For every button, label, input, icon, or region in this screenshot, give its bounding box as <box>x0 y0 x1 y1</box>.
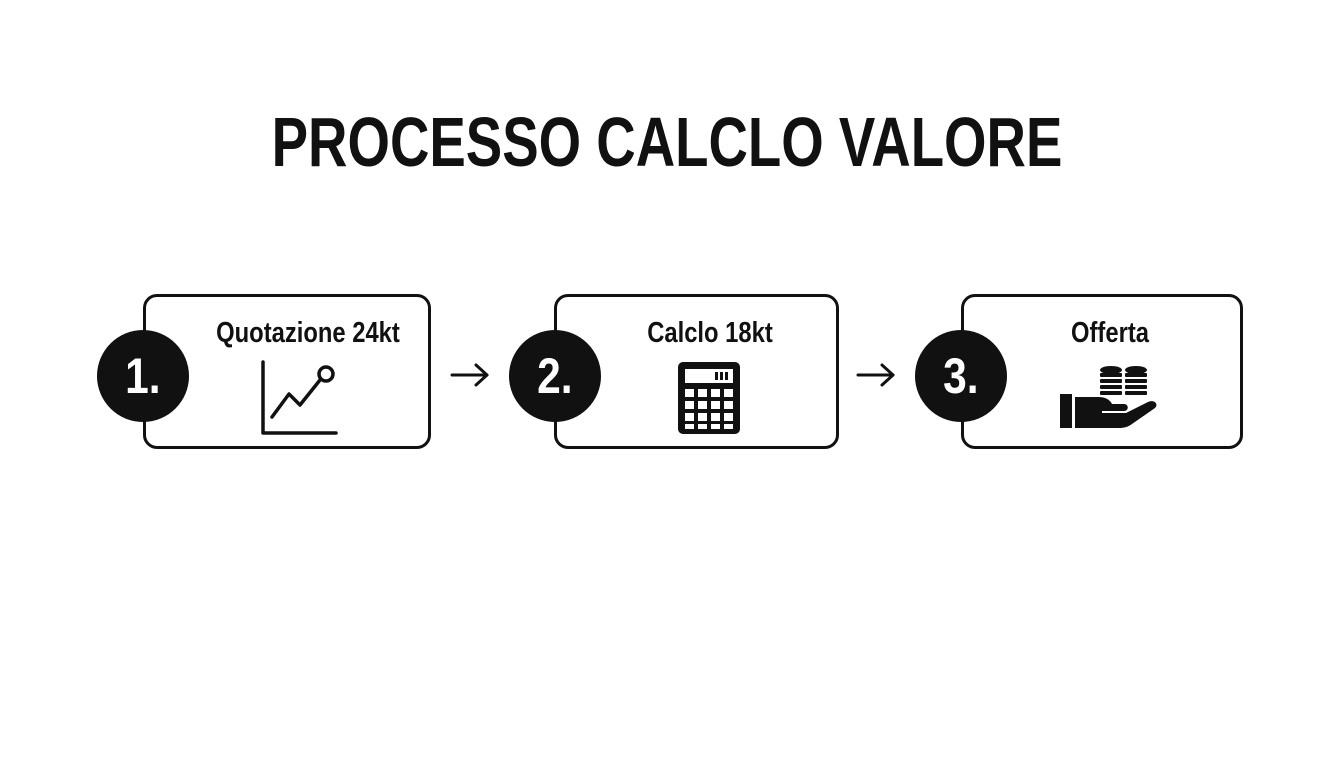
step-box-1 <box>143 294 431 449</box>
arrow-right-icon <box>856 363 895 387</box>
step-number-badge-3: 3. <box>915 330 1007 422</box>
step-number-badge-1: 1. <box>97 330 189 422</box>
step-number-2: 2. <box>537 348 573 404</box>
diagram-title: PROCESSO CALCLO VALORE <box>271 103 1063 181</box>
step-number-1: 1. <box>125 348 161 404</box>
step-label-2: Calclo 18kt <box>647 317 773 349</box>
step-number-3: 3. <box>943 348 979 404</box>
calculator-icon <box>678 362 740 434</box>
arrow-right-icon <box>450 363 489 387</box>
line-chart-icon <box>261 360 338 435</box>
step-label-1: Quotazione 24kt <box>216 317 400 349</box>
step-number-badge-2: 2. <box>509 330 601 422</box>
hand-coins-icon <box>1060 366 1157 428</box>
step-label-3: Offerta <box>1071 317 1149 349</box>
